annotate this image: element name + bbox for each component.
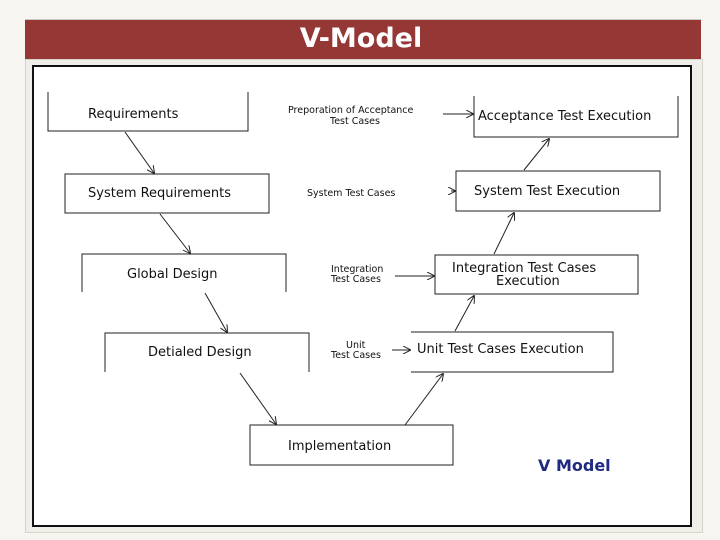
detailed-design-box: Detialed Design — [104, 332, 310, 372]
integration-test-cases-label-line2: Test Cases — [330, 274, 381, 285]
v-model-caption: V Model — [538, 456, 611, 475]
system-test-cases-label: System Test Cases — [307, 188, 395, 199]
down-arrow-4 — [239, 372, 276, 424]
requirements-box: Requirements — [47, 92, 249, 132]
global-design-box: Global Design — [81, 253, 287, 292]
unit-test-execution-box: Unit Test Cases Execution — [411, 331, 614, 373]
up-arrow-1 — [404, 374, 443, 426]
up-arrow-3 — [493, 213, 514, 255]
acceptance-test-execution-label: Acceptance Test Execution — [478, 109, 651, 124]
down-arrow-3 — [204, 292, 227, 332]
title-bar: V-Model — [25, 19, 701, 59]
implementation-label: Implementation — [288, 439, 391, 454]
integration-test-cases-label-line1: Integration — [331, 264, 383, 275]
requirements-label: Requirements — [88, 107, 179, 122]
unit-test-cases-label-line2: Test Cases — [330, 350, 381, 361]
system-requirements-box: System Requirements — [64, 173, 270, 214]
implementation-box: Implementation — [249, 424, 454, 466]
integration-test-execution-box: Integration Test Cases Execution — [434, 254, 639, 295]
integration-test-execution-label-line2: Execution — [496, 274, 560, 289]
acceptance-test-execution-box: Acceptance Test Execution — [473, 96, 679, 138]
system-requirements-label: System Requirements — [88, 186, 231, 201]
global-design-label: Global Design — [127, 267, 218, 282]
integration-test-execution-label-line1: Integration Test Cases — [452, 261, 596, 276]
acceptance-test-cases-label-line2: Test Cases — [329, 116, 380, 127]
acceptance-test-cases-label-line1: Preporation of Acceptance — [288, 105, 414, 116]
unit-test-cases-label-line1: Unit — [346, 340, 366, 351]
down-arrow-2 — [159, 213, 190, 253]
down-arrow-1 — [124, 131, 154, 173]
detailed-design-label: Detialed Design — [148, 345, 252, 360]
system-test-execution-box: System Test Execution — [455, 170, 661, 212]
slide-title: V-Model — [299, 23, 423, 54]
system-test-execution-label: System Test Execution — [474, 184, 620, 199]
up-arrow-2 — [454, 296, 474, 332]
unit-test-execution-label: Unit Test Cases Execution — [417, 342, 584, 357]
up-arrow-4 — [523, 139, 549, 171]
